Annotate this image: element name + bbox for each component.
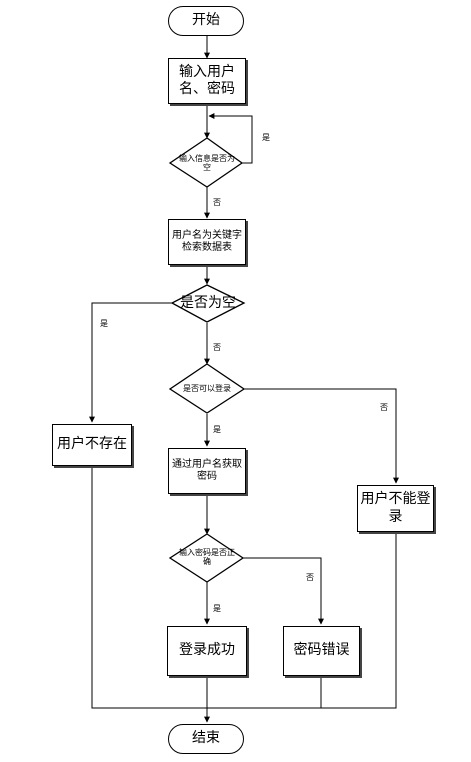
edge-check3-cannotlogin: [244, 388, 399, 484]
login-success-box: 登录成功: [167, 626, 247, 676]
edge-label-no: 否: [213, 343, 221, 352]
end-node: 结束: [168, 724, 244, 754]
edge-cannotlogin-end: [321, 532, 397, 709]
edge-label-no: 否: [213, 198, 221, 207]
decision-can-login: [168, 363, 246, 414]
user-not-exist-box: 用户不存在: [52, 424, 132, 466]
edge-label-no: 否: [306, 573, 314, 582]
start-node: 开始: [168, 6, 244, 36]
edge-check1-yes-loop: [208, 113, 253, 164]
input-credentials-box: 输入用户 名、密码: [168, 58, 246, 104]
decision-password-correct: [168, 533, 245, 583]
get-password-box: 通过用户名获取 密码: [168, 448, 246, 494]
decision-input-empty: [168, 137, 244, 188]
edge-label-yes: 是: [262, 133, 270, 142]
edge-label-yes: 是: [213, 425, 221, 434]
edge-notexist-end: [91, 465, 207, 709]
decision-password-correct-label: 输入密码是否正 确: [179, 547, 235, 566]
edge-check2-notexist: [89, 302, 172, 423]
cannot-login-box: 用户不能登 录: [357, 485, 434, 532]
edge-label-yes: 是: [213, 604, 221, 613]
decision-can-login-label: 是否可以登录: [183, 384, 231, 394]
edge-label-yes: 是: [100, 319, 108, 328]
decision-result-empty-label: 是否为空: [180, 294, 236, 311]
search-database-box: 用户名为关键字 检索数据表: [168, 219, 246, 265]
decision-result-empty: [170, 284, 246, 323]
password-error-box: 密码错误: [283, 626, 360, 676]
edge-error-end: [207, 676, 322, 709]
edge-check4-error: [243, 557, 324, 625]
decision-input-empty-label: 输入信息是否为 空: [179, 153, 235, 172]
edge-label-no: 否: [380, 403, 388, 412]
